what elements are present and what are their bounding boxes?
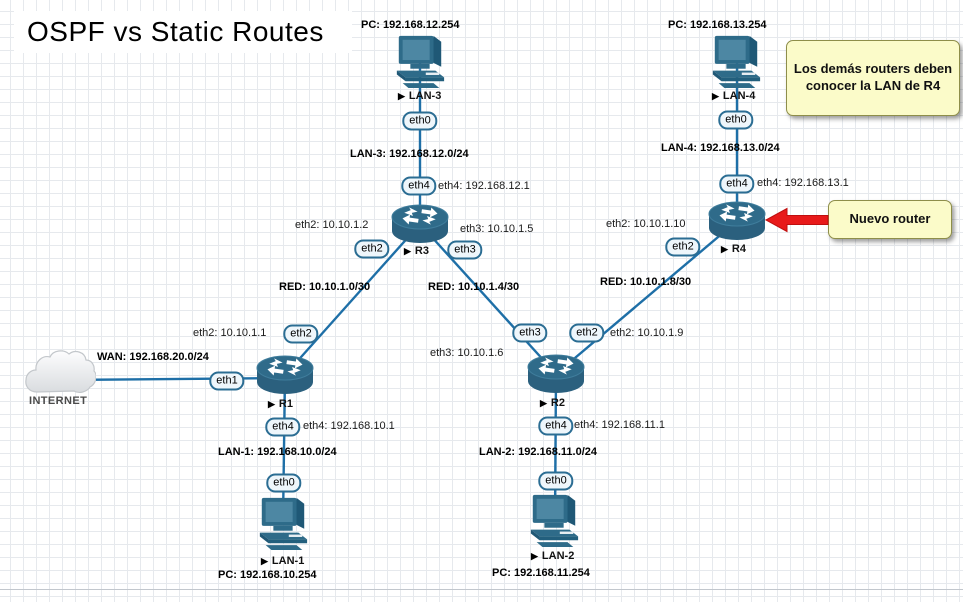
router-icon-r2[interactable] [524, 352, 588, 396]
node-marker-icon: ▶ [712, 90, 719, 101]
net-label-red2: RED: 10.10.1.4/30 [428, 281, 520, 293]
badge-r2-eth2: eth2 [569, 323, 605, 343]
net-label-lan4: LAN-4: 192.168.13.0/24 [661, 142, 780, 154]
node-marker-icon: ▶ [268, 398, 275, 409]
link-r2-lan2 [553, 373, 558, 520]
red-arrow-icon [764, 207, 829, 233]
router-icon-r3[interactable] [388, 202, 452, 246]
node-marker-icon: ▶ [540, 397, 547, 408]
computer-icon-lan3[interactable] [391, 34, 449, 88]
node-label-lan2: ▶ LAN-2 [531, 550, 575, 562]
node-marker-icon: ▶ [721, 243, 728, 254]
pc-label-lan4: PC: 192.168.13.254 [668, 19, 767, 31]
node-label-r2: ▶ R2 [540, 397, 565, 409]
link-r4-r2 [555, 220, 738, 375]
badge-r1-eth1: eth1 [209, 371, 245, 391]
pc-label-lan2: PC: 192.168.11.254 [492, 567, 590, 579]
badge-r3-eth3: eth3 [447, 240, 483, 260]
ip-label-r3-eth2: eth2: 10.10.1.2 [295, 219, 369, 231]
badge-r3-eth2: eth2 [354, 239, 390, 259]
badge-r4-eth4: eth4 [719, 174, 755, 194]
note-nuevo-router[interactable]: Nuevo router [828, 200, 952, 239]
net-label-lan1: LAN-1: 192.168.10.0/24 [218, 446, 337, 458]
node-label-r3: ▶ R3 [404, 245, 429, 257]
badge-lan4-eth0: eth0 [718, 110, 754, 130]
net-label-red1: RED: 10.10.1.0/30 [279, 281, 371, 293]
link-r3-r1 [284, 223, 421, 376]
badge-lan1-eth0: eth0 [266, 473, 302, 493]
ip-label-r1-eth2: eth2: 10.10.1.1 [193, 327, 267, 339]
ip-label-r4-eth2: eth2: 10.10.1.10 [606, 218, 686, 230]
ip-label-r2-eth4: eth4: 192.168.11.1 [574, 419, 665, 431]
net-label-lan3: LAN-3: 192.168.12.0/24 [350, 148, 469, 160]
badge-r3-eth4: eth4 [401, 176, 437, 196]
ip-label-r2-eth3: eth3: 10.10.1.6 [430, 347, 504, 359]
node-marker-icon: ▶ [398, 90, 405, 101]
node-marker-icon: ▶ [404, 245, 411, 256]
node-label-lan3: ▶ LAN-3 [398, 90, 442, 102]
ip-label-r3-eth3: eth3: 10.10.1.5 [460, 223, 534, 235]
node-label-r1: ▶ R1 [268, 398, 293, 410]
badge-r1-eth2: eth2 [283, 324, 319, 344]
ip-label-r3-eth4: eth4: 192.168.12.1 [438, 180, 530, 192]
pc-label-lan1: PC: 192.168.10.254 [218, 569, 317, 581]
badge-r2-eth3: eth3 [512, 323, 548, 343]
scene-boundary [0, 589, 963, 590]
diagram-title: OSPF vs Static Routes [27, 16, 324, 47]
diagram-title-box: OSPF vs Static Routes [14, 11, 352, 53]
badge-r2-eth4: eth4 [538, 416, 574, 436]
node-marker-icon: ▶ [531, 550, 538, 561]
badge-r1-eth4: eth4 [265, 417, 301, 437]
link-internet-r1 [59, 376, 286, 382]
badge-lan3-eth0: eth0 [402, 111, 438, 131]
net-label-lan2: LAN-2: 192.168.11.0/24 [479, 446, 598, 458]
router-icon-r4[interactable] [705, 199, 769, 243]
computer-icon-lan2[interactable] [525, 493, 583, 547]
node-label-lan4: ▶ LAN-4 [712, 90, 756, 102]
link-r1-lan1 [281, 374, 287, 523]
link-r3-r2 [419, 223, 557, 375]
net-label-wan: WAN: 192.168.20.0/24 [97, 351, 209, 363]
badge-r4-eth2: eth2 [665, 237, 701, 257]
note-lan-r4[interactable]: Los demás routers deben conocer la LAN d… [786, 40, 960, 116]
cloud-icon-internet[interactable] [24, 348, 96, 398]
pc-label-lan3: PC: 192.168.12.254 [361, 19, 460, 31]
node-label-r4: ▶ R4 [721, 243, 746, 255]
computer-icon-lan1[interactable] [254, 496, 312, 550]
badge-lan2-eth0: eth0 [538, 471, 574, 491]
node-label-lan1: ▶ LAN-1 [261, 555, 305, 567]
ip-label-r2-eth2: eth2: 10.10.1.9 [610, 327, 684, 339]
ip-label-r1-eth4: eth4: 192.168.10.1 [303, 420, 395, 432]
ip-label-r4-eth4: eth4: 192.168.13.1 [757, 177, 849, 189]
net-label-red3: RED: 10.10.1.8/30 [600, 276, 692, 288]
node-label-internet: INTERNET [29, 395, 88, 407]
computer-icon-lan4[interactable] [707, 34, 765, 88]
router-icon-r1[interactable] [253, 353, 317, 397]
node-marker-icon: ▶ [261, 555, 268, 566]
